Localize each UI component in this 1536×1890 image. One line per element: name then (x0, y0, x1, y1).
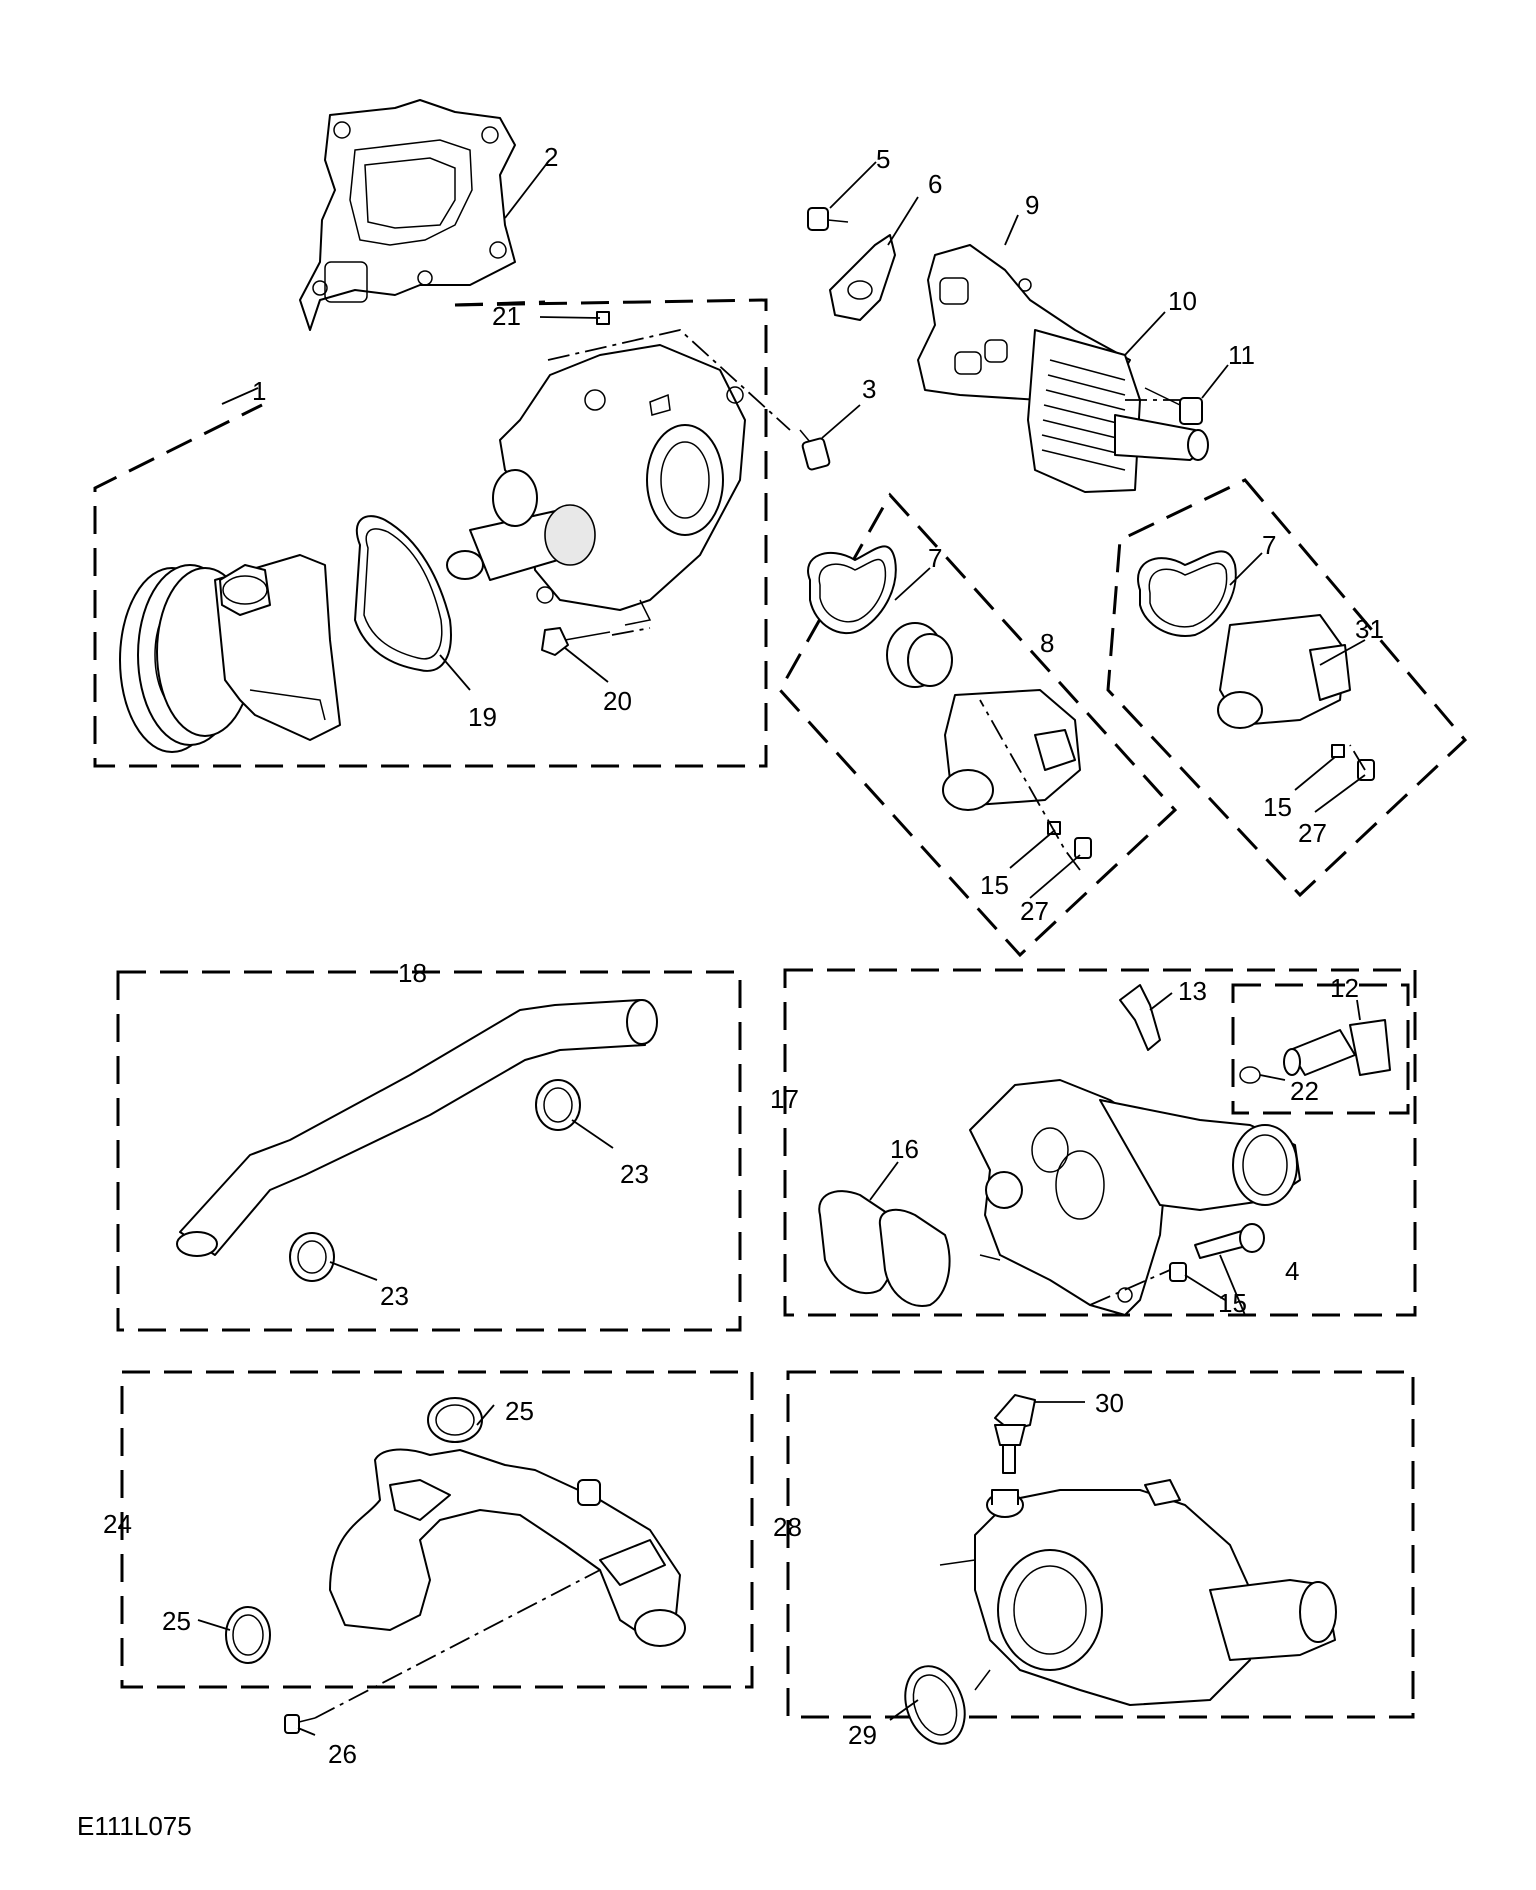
callout-4: 4 (1285, 1256, 1299, 1286)
callout-7-right: 7 (1262, 530, 1276, 560)
callout-18: 18 (398, 958, 427, 988)
thermostat-part-8 (886, 622, 1081, 811)
callout-23-b: 23 (380, 1281, 409, 1311)
hose-part-18 (176, 999, 658, 1257)
callout-13: 13 (1178, 976, 1207, 1006)
callout-16: 16 (890, 1134, 919, 1164)
water-pump-part-1 (119, 554, 341, 753)
bolt-part-20 (541, 627, 611, 656)
sensor-part-12 (1283, 1019, 1391, 1076)
thermostat-part-31 (1217, 614, 1351, 729)
callout-30: 30 (1095, 1388, 1124, 1418)
callout-27-b: 27 (1298, 818, 1327, 848)
fastener-part-15-housing (1169, 1262, 1187, 1282)
gasket-part-7-left (807, 545, 897, 635)
o-ring-part-22 (1239, 1066, 1261, 1084)
sensor-part-30 (994, 1394, 1036, 1474)
callout-28: 28 (773, 1512, 802, 1542)
callout-31: 31 (1355, 614, 1384, 644)
callout-15-b: 15 (1263, 792, 1292, 822)
bolt-part-11 (1144, 387, 1203, 425)
callout-3: 3 (862, 374, 876, 404)
pump-housing (446, 344, 746, 626)
callout-11: 11 (1228, 340, 1255, 370)
housing-assembly-part-28 (939, 1479, 1337, 1706)
bolt-part-5 (807, 207, 849, 231)
callout-22: 22 (1290, 1076, 1319, 1106)
leader-lines (197, 161, 1366, 1736)
callout-labels: 1 2 3 4 5 6 7 7 8 9 10 11 12 13 15 15 15… (103, 142, 1384, 1769)
group-box-28 (786, 1370, 1415, 1719)
gasket-part-16 (818, 1190, 951, 1307)
callout-5: 5 (876, 144, 890, 174)
thermostat-housing-part-17 (969, 1079, 1301, 1316)
alignment-lines (314, 329, 1366, 1719)
bracket-part-6 (829, 234, 896, 321)
callout-29: 29 (848, 1720, 877, 1750)
callout-1: 1 (252, 376, 266, 406)
callout-8: 8 (1040, 628, 1054, 658)
bolt-part-26 (284, 1714, 316, 1734)
clamp-part-23-upper (535, 1079, 581, 1131)
hose-assembly-part-24 (329, 1448, 686, 1647)
callout-7-left: 7 (928, 543, 942, 573)
group-box-17 (783, 968, 1417, 1317)
group-box-24 (120, 1370, 754, 1689)
group-box-1-top (454, 300, 546, 307)
callout-19: 19 (468, 702, 497, 732)
callout-12: 12 (1330, 973, 1359, 1003)
callout-27-a: 27 (1020, 896, 1049, 926)
bolt-part-4 (1194, 1223, 1265, 1259)
group-box-18 (116, 970, 742, 1332)
clip-part-13 (1119, 984, 1161, 1051)
gasket-part-2 (299, 99, 516, 331)
bolt-part-3 (799, 429, 831, 471)
fastener-part-15-right (1331, 744, 1345, 758)
callout-25-a: 25 (505, 1396, 534, 1426)
callout-15-c: 15 (1218, 1288, 1247, 1318)
gasket-part-7-right (1137, 550, 1237, 637)
callout-20: 20 (603, 686, 632, 716)
callout-9: 9 (1025, 190, 1039, 220)
group-boxes (93, 298, 1468, 1719)
callout-23-a: 23 (620, 1159, 649, 1189)
callout-21: 21 (492, 301, 521, 331)
group-box-8 (778, 492, 1178, 958)
callout-24: 24 (103, 1509, 132, 1539)
callout-10: 10 (1168, 286, 1197, 316)
callout-17: 17 (770, 1084, 799, 1114)
callout-15-a: 15 (980, 870, 1009, 900)
pump-gasket-part-19 (354, 515, 452, 672)
callout-6: 6 (928, 169, 942, 199)
callout-2: 2 (544, 142, 558, 172)
seal-ring-part-29 (904, 1665, 966, 1745)
fastener-part-27-left (1074, 837, 1092, 859)
clamp-part-23-lower (289, 1232, 335, 1282)
group-box-12 (1231, 983, 1410, 1115)
clamp-part-25-lower (225, 1606, 271, 1664)
diagram-reference-code: E111L075 (77, 1811, 192, 1841)
callout-26: 26 (328, 1739, 357, 1769)
clamp-part-25-upper (427, 1397, 483, 1443)
oil-cooler-part-10 (1027, 329, 1209, 493)
group-box-1 (93, 298, 768, 768)
callout-25-b: 25 (162, 1606, 191, 1636)
group-box-31 (1106, 478, 1468, 898)
